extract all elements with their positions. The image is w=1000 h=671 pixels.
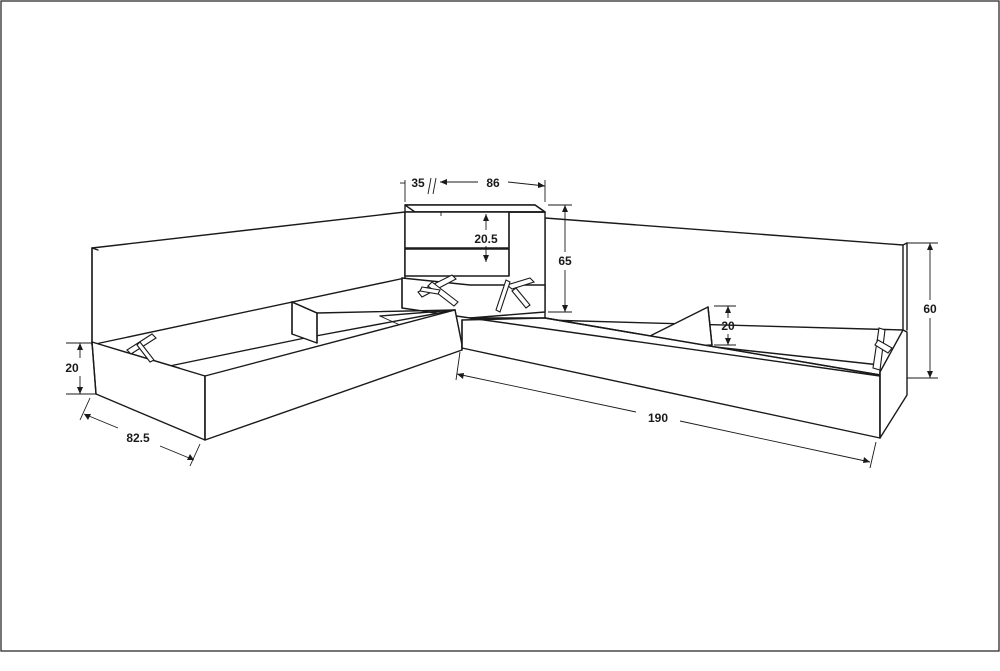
dim-label-drawer-unit-width: 86 bbox=[486, 176, 500, 190]
dim-label-drawer-front-height: 20.5 bbox=[474, 232, 498, 246]
dim-label-left-bed-width: 82.5 bbox=[126, 431, 150, 445]
dim-label-right-bed-length: 190 bbox=[648, 411, 668, 425]
drawer-unit bbox=[404, 204, 546, 291]
dim-headboard-height: 60 bbox=[907, 242, 938, 379]
left-lift-mechanism bbox=[126, 333, 157, 363]
dim-label-drawer-unit-height: 65 bbox=[558, 254, 572, 268]
dim-label-drawer-unit-depth: 35 bbox=[411, 176, 425, 190]
dim-left-frame-height: 20 bbox=[65, 342, 96, 395]
lower-drawer bbox=[404, 248, 510, 277]
center-lift-mechanisms bbox=[417, 274, 536, 313]
left-headboard bbox=[91, 211, 406, 346]
dim-label-headboard-height: 60 bbox=[923, 302, 937, 316]
dim-drawer-unit-depth: 35 bbox=[400, 176, 437, 202]
dim-drawer-unit-width: 86 bbox=[440, 176, 546, 202]
left-bed-box bbox=[91, 301, 463, 441]
dim-right-frame-height: 20 bbox=[714, 305, 736, 346]
right-bed-box bbox=[461, 306, 908, 439]
dim-label-right-frame-height: 20 bbox=[721, 319, 735, 333]
drawing-border bbox=[0, 0, 1000, 652]
right-lift-mechanism bbox=[872, 327, 893, 371]
dim-drawer-front-height: 20.5 bbox=[474, 214, 498, 262]
dim-right-bed-length: 190 bbox=[455, 351, 877, 469]
dim-label-left-frame-height: 20 bbox=[65, 361, 79, 375]
dim-drawer-unit-height: 65 bbox=[548, 204, 572, 313]
dim-left-bed-width: 82.5 bbox=[79, 397, 201, 467]
right-headboard bbox=[544, 217, 908, 331]
